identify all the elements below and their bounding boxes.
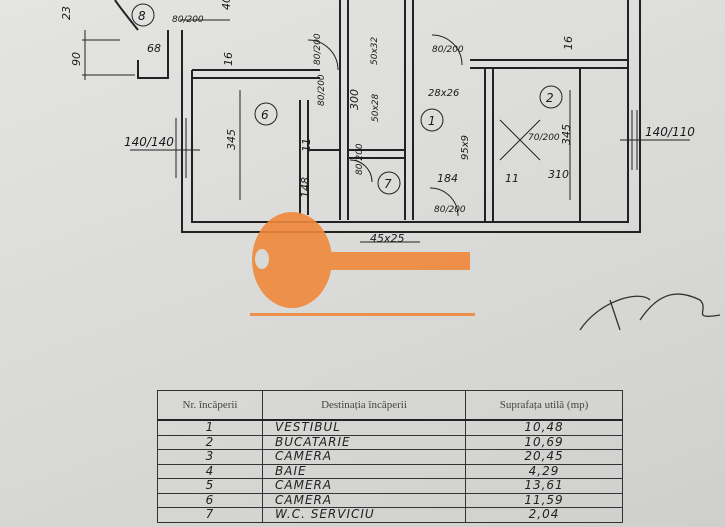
room-area-table: Nr. încăperii Destinația încăperii Supra… [157,390,623,523]
watermark-key-logo [250,212,475,316]
header-room-number: Nr. încăperii [157,390,263,421]
dimension-labels: 23 40 90 68 16 16 80/200 80/200 80/200 8… [60,0,575,245]
room-number: 3 [157,449,263,465]
window-labels: 140/140 140/110 [124,125,695,149]
room-number: 2 [157,435,263,450]
dim: 80/200 [317,74,327,106]
room-1: 1 [428,114,436,128]
room-area: 20,45 [465,449,623,465]
header-room-purpose: Destinația încăperii [262,390,466,421]
window-right-label: 140/110 [645,125,695,139]
dim: 11 [505,172,519,185]
dim: 148 [299,177,312,198]
room-purpose: CAMERA [262,449,466,465]
room-area: 10,69 [465,435,623,450]
room-area: 4,29 [465,464,623,479]
room-number: 5 [157,478,263,494]
dim: 95x9 [460,135,471,160]
dim: 68 [147,42,161,55]
dim: 90 [70,52,83,66]
dim: 50x32 [370,36,380,65]
room-number: 6 [157,493,263,508]
dim: 345 [560,124,573,145]
room-circle-8 [131,3,155,27]
room-circle-1 [420,108,444,132]
room-purpose: VESTIBUL [262,420,466,436]
room-6: 6 [261,108,269,122]
room-area: 11,59 [465,493,623,508]
room-area: 10,48 [465,420,623,436]
room-purpose: CAMERA [262,493,466,508]
dim: 23 [60,6,73,20]
dim: 80/200 [172,15,204,25]
window-left-label: 140/140 [124,135,174,149]
dim: 80/200 [434,205,466,215]
dim: 80/200 [355,143,365,175]
room-purpose: BAIE [262,464,466,479]
room-circle-6 [254,102,278,126]
room-number: 7 [157,507,263,523]
room-purpose: CAMERA [262,478,466,494]
dim: 45x25 [370,232,405,245]
dim: 80/200 [313,33,323,65]
windows [82,30,690,243]
dim: 16 [562,36,575,50]
room-7: 7 [384,177,392,191]
room-number: 1 [157,420,263,436]
room-8: 8 [138,9,146,23]
room-area: 13,61 [465,478,623,494]
dim: 11 [300,138,313,152]
room-number: 4 [157,464,263,479]
door-swings [180,19,541,217]
room-purpose: BUCATARIE [262,435,466,450]
walls [114,0,641,233]
room-area: 2,04 [465,507,623,523]
header-usable-area: Suprafața utilă (mp) [465,390,623,421]
room-purpose: W.C. SERVICIU [262,507,466,523]
dim: 184 [437,172,458,185]
dim: 70/200 [528,133,560,143]
dim: 28x26 [428,88,459,99]
dim: 310 [548,168,569,181]
room-circle-7 [377,171,401,195]
dim: 50x28 [371,93,381,122]
room-circle-2 [539,85,563,109]
dim: 80/200 [432,45,464,55]
dim: 300 [348,89,361,110]
dim: 16 [222,52,235,66]
signature [579,293,721,331]
dim: 345 [225,129,238,150]
dim: 40 [220,0,233,10]
room-2: 2 [546,91,554,105]
